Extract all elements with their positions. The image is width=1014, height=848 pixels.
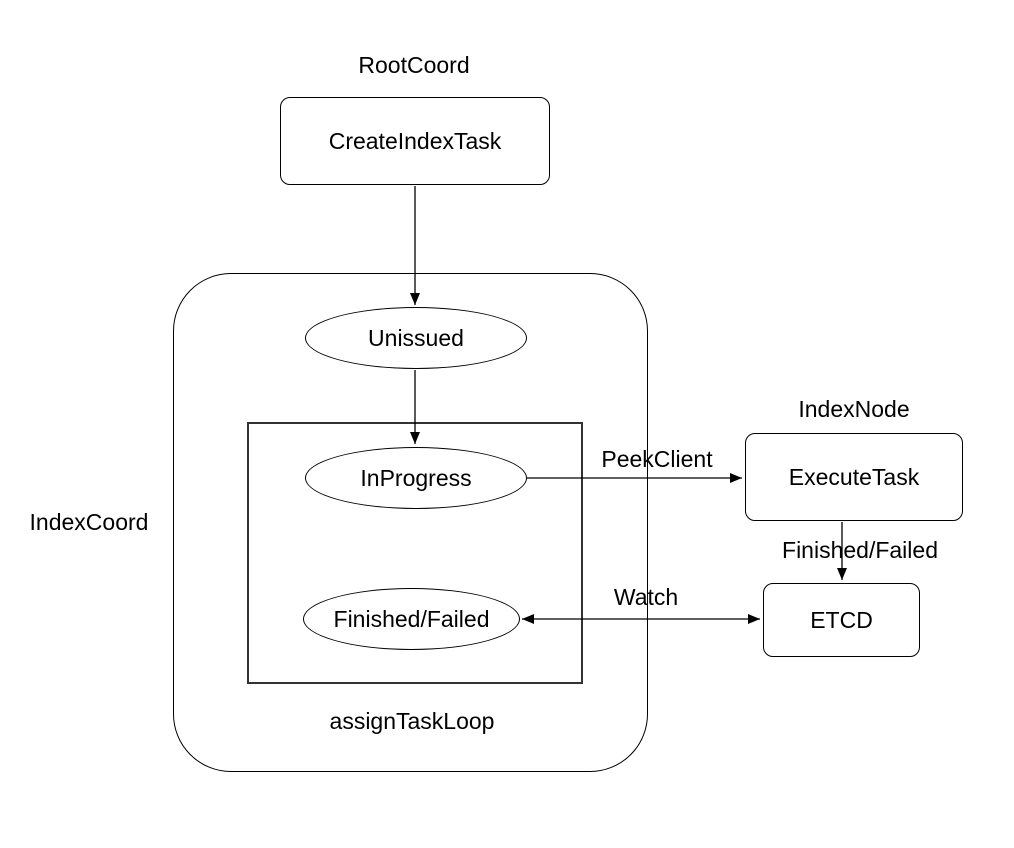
watch-edge-label: Watch [613,584,679,611]
etcd-node-label: ETCD [810,606,873,633]
execute-task-node: ExecuteTask [745,433,963,521]
unissued-state-node: Unissued [305,307,527,369]
create-index-task-node: CreateIndexTask [280,97,550,185]
assign-task-loop-label: assignTaskLoop [329,708,495,735]
in-progress-state-node-label: InProgress [360,464,472,491]
finished-failed-state-node: Finished/Failed [303,588,520,650]
etcd-node: ETCD [763,583,920,657]
index-node-label: IndexNode [798,396,910,423]
in-progress-state-node: InProgress [305,447,527,509]
execute-task-node-label: ExecuteTask [788,463,920,490]
finished-failed-edge-label: Finished/Failed [782,537,938,564]
unissued-state-node-label: Unissued [368,324,464,351]
peek-client-edge-label: PeekClient [601,446,713,473]
index-coord-container [173,273,648,772]
index-coord-label: IndexCoord [29,509,149,536]
finished-failed-state-node-label: Finished/Failed [333,605,490,632]
root-coord-label: RootCoord [358,52,470,79]
create-index-task-node-label: CreateIndexTask [328,127,502,154]
